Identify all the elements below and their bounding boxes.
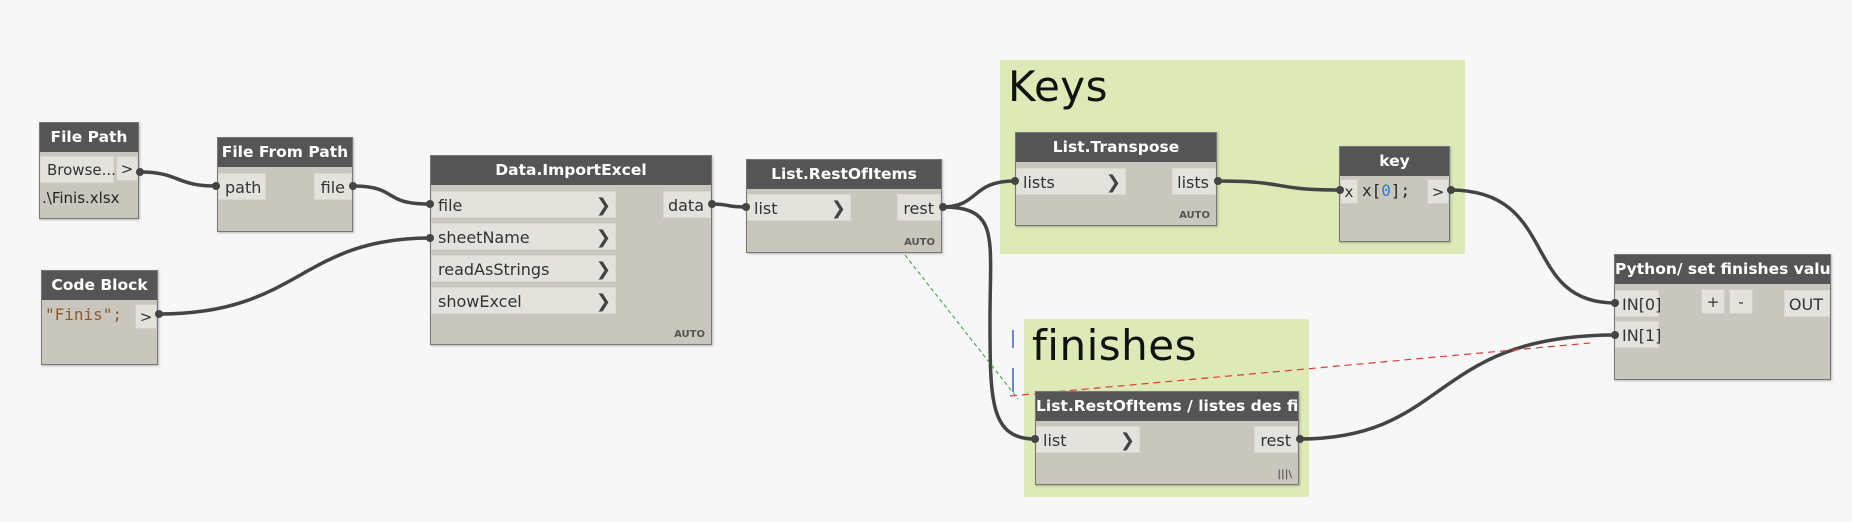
run-output-button[interactable]: >: [135, 304, 157, 329]
run-output-button[interactable]: >: [1427, 179, 1449, 204]
wire-codeblock-to-importexcel: [158, 236, 431, 316]
lacing-indicator[interactable]: AUTO: [1179, 210, 1210, 221]
input-port-list[interactable]: list ❯: [747, 194, 851, 221]
input-port-dot[interactable]: [426, 200, 434, 208]
code-index: 0: [1381, 181, 1391, 200]
port-label: list: [1043, 431, 1067, 450]
output-port-dot[interactable]: [1296, 435, 1304, 443]
output-port-dot[interactable]: [939, 203, 947, 211]
output-port-rest[interactable]: rest: [1254, 426, 1298, 453]
node-file-path[interactable]: File Path Browse... > .\Finis.xlsx: [39, 122, 139, 219]
code-prefix: x[: [1362, 181, 1382, 200]
chevron-right-icon: ❯: [830, 198, 846, 219]
remove-input-button[interactable]: -: [1729, 289, 1753, 314]
node-file-from-path[interactable]: File From Path path file: [217, 137, 353, 232]
wire-filefrompath-to-importexcel: [351, 184, 431, 206]
node-key[interactable]: key x x[0]; >: [1339, 146, 1450, 242]
lacing-indicator[interactable]: |||\: [1277, 469, 1292, 480]
output-port-dot[interactable]: [1214, 177, 1222, 185]
input-port-file[interactable]: file ❯: [431, 191, 616, 218]
chevron-right-icon: ❯: [595, 195, 611, 216]
group-title-keys[interactable]: Keys: [1008, 62, 1109, 111]
port-label: list: [754, 199, 778, 218]
input-port-in0[interactable]: IN[0]: [1615, 290, 1661, 317]
input-port-path[interactable]: path: [218, 173, 266, 200]
lacing-indicator[interactable]: AUTO: [904, 237, 935, 248]
input-port-dot[interactable]: [742, 203, 750, 211]
node-title: File Path: [40, 123, 138, 152]
browse-button[interactable]: Browse...: [40, 156, 116, 183]
output-port-dot[interactable]: [155, 310, 163, 318]
port-label: showExcel: [438, 292, 522, 311]
input-port-dot[interactable]: [426, 234, 434, 242]
chevron-right-icon: ❯: [595, 291, 611, 312]
output-port-file[interactable]: file: [314, 173, 352, 200]
input-port-dot[interactable]: [1031, 435, 1039, 443]
chevron-right-icon: ❯: [1119, 430, 1135, 451]
wire-importexcel-to-restofitems: [710, 202, 747, 209]
input-port-showexcel[interactable]: showExcel ❯: [431, 287, 616, 314]
code-editor[interactable]: x[0];: [1362, 181, 1410, 200]
input-port-dot[interactable]: [1611, 331, 1619, 339]
output-port-dot[interactable]: [136, 168, 144, 176]
node-title: List.RestOfItems: [747, 160, 941, 189]
input-port-readasstrings[interactable]: readAsStrings ❯: [431, 255, 616, 282]
lacing-indicator[interactable]: AUTO: [674, 329, 705, 340]
chevron-right-icon: ❯: [1105, 172, 1121, 193]
chevron-right-icon: ❯: [595, 259, 611, 280]
chevron-right-icon: ❯: [595, 227, 611, 248]
input-port-dot[interactable]: [212, 182, 220, 190]
input-port-list[interactable]: list ❯: [1036, 426, 1140, 453]
output-port-dot[interactable]: [349, 182, 357, 190]
input-port-dot[interactable]: [1011, 177, 1019, 185]
node-title: List.Transpose: [1016, 133, 1216, 162]
node-title: Data.ImportExcel: [431, 156, 711, 185]
input-port-dot[interactable]: [1611, 299, 1619, 307]
node-title: Python/ set finishes values: [1615, 255, 1830, 284]
output-port-data[interactable]: data: [663, 191, 711, 218]
node-list-restofitems-finis[interactable]: List.RestOfItems / listes des finis list…: [1035, 391, 1299, 485]
port-label: file: [438, 196, 463, 215]
run-output-button[interactable]: >: [116, 156, 138, 181]
wire-key-to-python-in0: [1449, 188, 1616, 305]
output-port-dot[interactable]: [1447, 186, 1455, 194]
node-python-script[interactable]: Python/ set finishes values IN[0] IN[1] …: [1614, 254, 1831, 380]
input-port-dot[interactable]: [1336, 186, 1344, 194]
port-label: lists: [1023, 173, 1055, 192]
input-port-lists[interactable]: lists ❯: [1016, 168, 1126, 195]
input-port-sheetname[interactable]: sheetName ❯: [431, 223, 616, 250]
preview-dashed-green: [904, 254, 1019, 400]
node-title: List.RestOfItems / listes des finis: [1036, 392, 1298, 421]
wire-restfinis-to-python-in1: [1298, 333, 1616, 441]
port-label: readAsStrings: [438, 260, 550, 279]
port-label: sheetName: [438, 228, 530, 247]
node-list-restofitems[interactable]: List.RestOfItems list ❯ rest AUTO: [746, 159, 942, 253]
node-list-transpose[interactable]: List.Transpose lists ❯ lists AUTO: [1015, 132, 1217, 226]
output-port-dot[interactable]: [708, 200, 716, 208]
code-editor[interactable]: "Finis";: [45, 305, 123, 324]
group-title-finishes[interactable]: finishes: [1032, 321, 1197, 370]
add-input-button[interactable]: +: [1701, 289, 1725, 314]
node-title: File From Path: [218, 138, 352, 167]
node-title: Code Block: [42, 271, 157, 300]
node-title: key: [1340, 147, 1449, 176]
output-port-rest[interactable]: rest: [897, 194, 941, 221]
wire-filepath-to-filefrompath: [139, 170, 217, 188]
output-port-lists[interactable]: lists: [1172, 168, 1216, 195]
node-code-block[interactable]: Code Block "Finis"; >: [41, 270, 158, 365]
code-suffix: ];: [1390, 181, 1411, 200]
input-port-in1[interactable]: IN[1]: [1615, 321, 1661, 348]
node-data-importexcel[interactable]: Data.ImportExcel file ❯ sheetName ❯ read…: [430, 155, 712, 345]
output-port-out[interactable]: OUT: [1784, 290, 1830, 317]
file-path-value: .\Finis.xlsx: [42, 189, 120, 207]
